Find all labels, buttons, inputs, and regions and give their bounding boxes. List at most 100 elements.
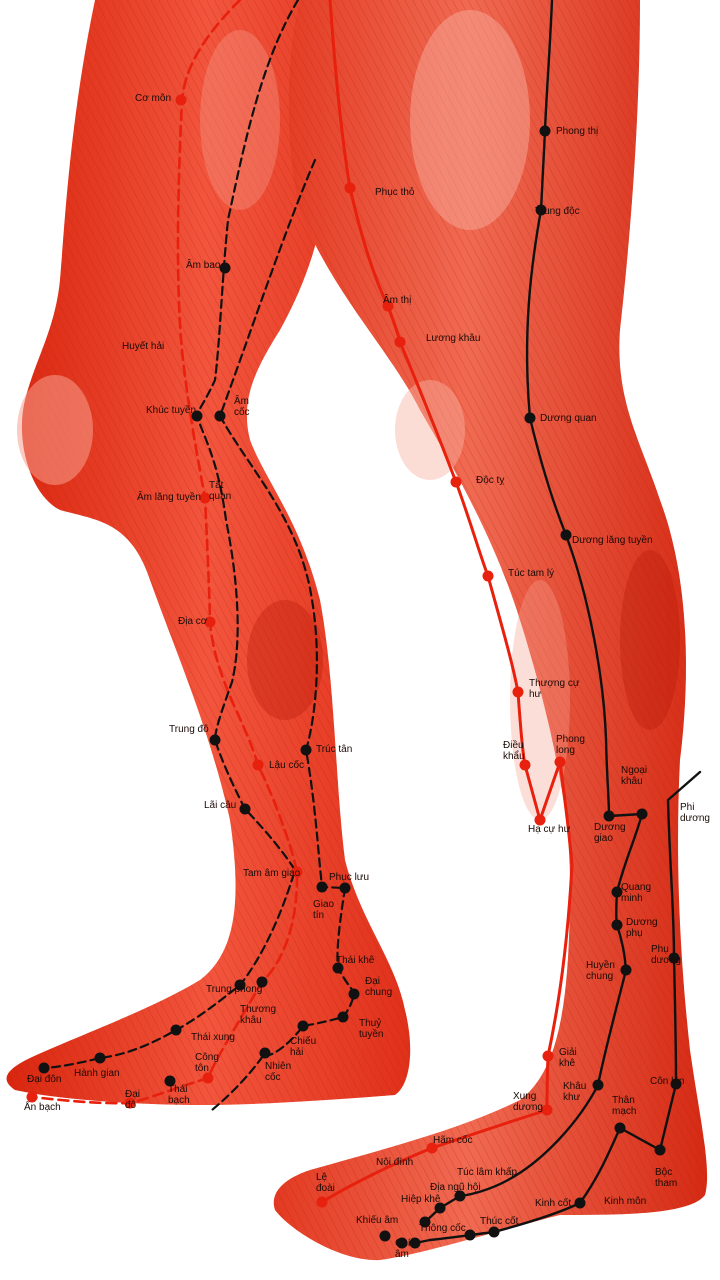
acupoint-dia-co [204,616,216,628]
left-calf-shadow [247,600,323,720]
acupoint-xung-duong [541,1104,553,1116]
label-duong-quan: Dương quan [540,413,597,424]
acupoint-con-lon [670,1078,682,1090]
right-knee-highlight [395,380,465,480]
acupoint-kinh-cot [488,1226,500,1238]
acupoint-boc-tham [654,1144,666,1156]
acupoint-tuc-tam-ly [482,570,494,582]
acupoint-dieu-khau [519,759,531,771]
acupoint-tam-am-giao [291,866,303,878]
acupoint-truc-tan [300,744,312,756]
acupoint-an-bach [26,1091,38,1103]
label-doc-ty: Độc tỵ [476,475,504,486]
label-thai-xung: Thái xung [191,1032,235,1043]
acupoint-phuc-tho [344,182,356,194]
left-knee-highlight [17,375,93,485]
acupoint-le-doai [316,1196,328,1208]
acupoint-thai-khe [332,962,344,974]
acupoint-trung-phong [234,979,246,991]
label-phuc-tho: Phục thỏ [375,186,415,198]
acupoint-dai-chung [348,988,360,1000]
label-an-bach: Ẩn bạch [24,1100,61,1113]
acupoint-thuc-cot [464,1229,476,1241]
right-leg-muscle-texture [273,0,708,1261]
acupoint-lau-coc [252,759,264,771]
label-huyet-hai: Huyết hải [122,340,164,352]
label-thuc-cot: Thúc cốt [480,1215,519,1227]
acupoint-doc-ty [450,476,462,488]
label-trung-do: Trung đô [169,724,209,735]
label-khuc-tuyen: Khúc tuyền [146,404,196,416]
acupoint-huyen-chung [620,964,632,976]
label-khieu-am: Khiếu âm [356,1214,398,1226]
label-ha-cu-hu: Hạ cự hư [528,824,571,835]
acupoint-khuc-tuyen [191,410,203,422]
label-phuc-luu: Phục lưu [329,872,369,883]
label-trung-doc: Trung độc [535,206,580,217]
label-co-mon: Cơ môn [135,93,171,104]
label-tuc-lam-khap: Túc lâm khấp [457,1166,517,1178]
acupoint-dai-do [124,1097,136,1109]
acupoint-markers [26,94,682,1249]
right-calf-shadow [620,550,680,730]
liver-meridian-line [42,0,300,1070]
left-thigh-highlight [200,30,280,210]
acupoint-hiep-khe [419,1216,431,1228]
acupoint-than-mach [614,1122,626,1134]
acupoint-giai-khe [542,1050,554,1062]
label-dai-don: Đại đôn [27,1074,61,1085]
label-am-bao: Âm bao [186,258,221,271]
acupoint-ham-coc [426,1142,438,1154]
label-tam-am-giao: Tam âm giao [243,868,301,879]
acupoint-nhien-coc [259,1047,271,1059]
acupoint-thong-coc [396,1237,408,1249]
label-thai-khe: Thái khê [336,955,375,966]
acupoint-duong-giao [603,810,615,822]
label-con-lon: Côn lôn [650,1076,684,1087]
label-am-thi: Âm thị [383,293,411,306]
acupoint-trung-do [209,734,221,746]
acupoint-thai-xung [170,1024,182,1036]
acupoint-dai-don [38,1062,50,1074]
left-leg-figure [6,0,411,1105]
label-thong-coc: Thông cốc [419,1222,466,1234]
acupoint-tuc-lam-khap [454,1190,466,1202]
acupoint-cong-ton [202,1072,214,1084]
acupoint-phu-duong [668,952,680,964]
acupoint-duong-quan [524,412,536,424]
label-am-lang-tuyen: Âm lăng tuyền [137,490,201,503]
acupoint-chieu-hai [297,1020,309,1032]
acupoint-ngoai-khau [636,808,648,820]
label-lau-coc: Lậu cốc [269,759,304,771]
label-tuc-tam-ly: Túc tam lý [508,568,554,579]
label-lai-cau: Lãi câu [204,800,236,811]
label-hanh-gian: Hành gian [74,1068,120,1079]
acupoint-tat-quan [199,492,211,504]
acupoint-phong-long [554,756,566,768]
label-luong-khau: Lương khâu [426,333,480,344]
